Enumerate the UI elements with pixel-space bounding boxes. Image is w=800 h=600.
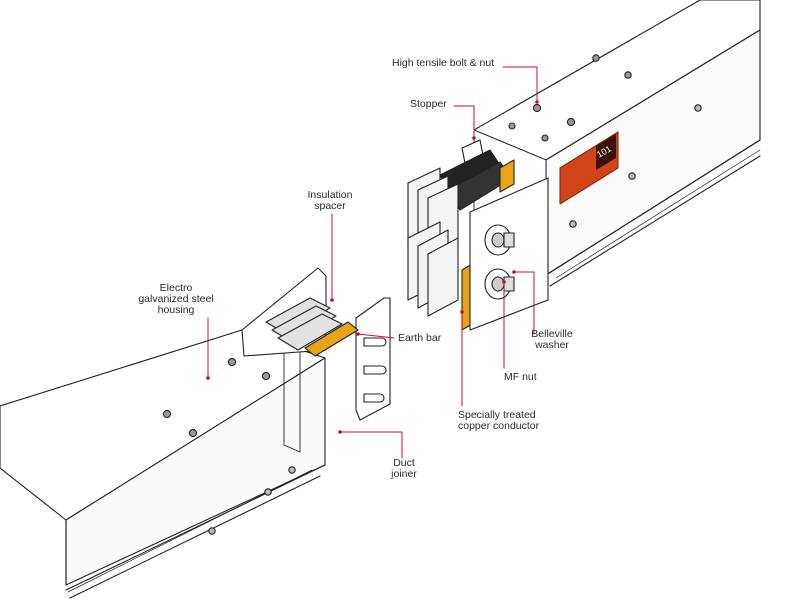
label-belleville-line1: Belleville (531, 328, 573, 340)
left-insulation-spacers (265, 297, 343, 351)
label-housing-line2: galvanized steel (138, 293, 214, 305)
label-insulation-spacer: Insulation spacer (290, 190, 370, 212)
left-rail-bolts (208, 466, 296, 535)
label-housing-line1: Electro (159, 282, 193, 294)
leader-duct-joiner (339, 431, 403, 459)
conductor-stack (407, 139, 549, 331)
label-duct-joiner-line2: joiner (391, 468, 417, 480)
label-duct-joiner-line1: Duct (393, 457, 415, 469)
left-duct-section (0, 329, 326, 599)
label-housing-line3: housing (157, 304, 195, 316)
clamp-bolt-upper (484, 224, 515, 256)
label-conductor-line1: Specially treated (458, 409, 536, 421)
label-belleville-line2: washer (535, 339, 569, 351)
label-housing: Electro galvanized steel housing (128, 283, 224, 316)
label-duct-joiner: Duct joiner (386, 458, 422, 480)
right-rail-bolts (569, 104, 702, 228)
label-insulation-spacer-line2: spacer (314, 200, 346, 212)
leader-earth-bar (357, 333, 395, 339)
leader-belleville (513, 271, 535, 335)
left-earth-bar (304, 321, 359, 357)
label-conductor-line2: copper conductor (458, 420, 540, 432)
leader-stopper (453, 105, 475, 139)
leader-high-tensile-bolt (502, 66, 538, 103)
label-belleville-washer: Belleville washer (522, 329, 582, 351)
joiner-plate-front (355, 297, 391, 421)
label-conductor: Specially treated copper conductor (458, 410, 539, 432)
right-top-bolts (508, 54, 632, 142)
label-stopper: Stopper (410, 98, 447, 110)
label-mf-nut: MF nut (504, 371, 537, 383)
nameplate (559, 131, 619, 205)
label-insulation-spacer-line1: Insulation (307, 189, 353, 201)
leader-lines (207, 66, 538, 459)
label-earth-bar: Earth bar (398, 332, 442, 344)
label-high-tensile-bolt: High tensile bolt & nut (392, 57, 495, 69)
left-flange-rail (65, 464, 326, 591)
